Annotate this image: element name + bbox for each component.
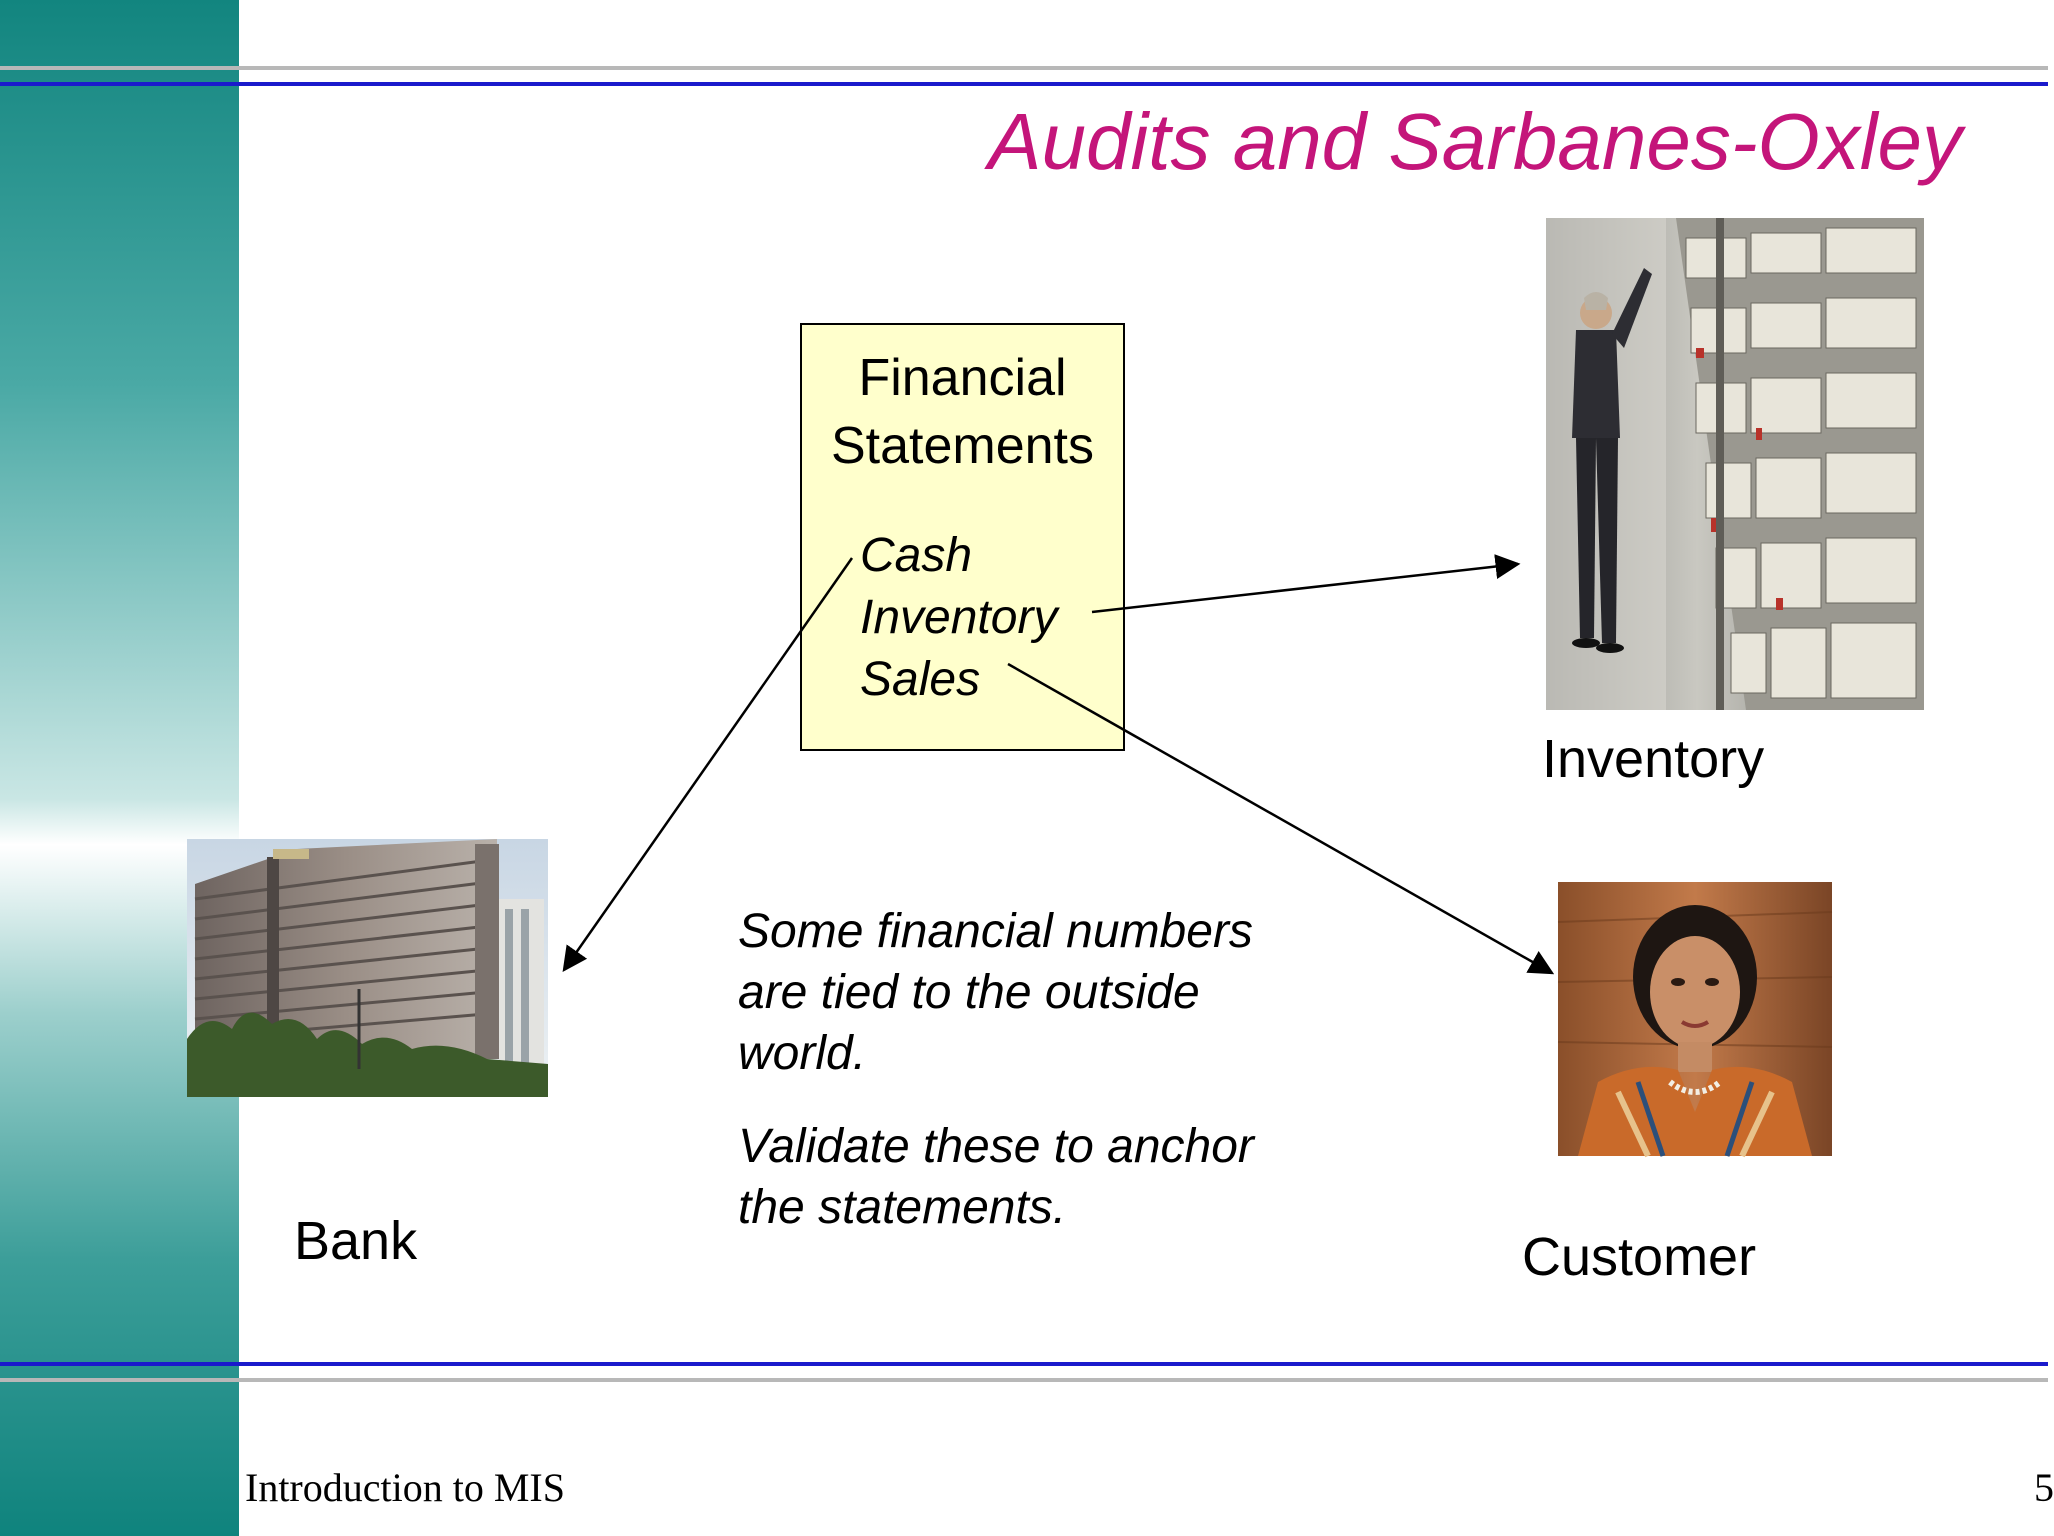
bottom-rule-blue bbox=[0, 1362, 2048, 1366]
financial-statements-title: Financial Statements bbox=[802, 344, 1123, 480]
page-number: 5 bbox=[2034, 1465, 2054, 1510]
financial-statements-title-line1: Financial bbox=[858, 349, 1067, 407]
arrow-sales-to-customer bbox=[1007, 662, 1555, 975]
inventory-label: Inventory bbox=[1542, 729, 1765, 789]
note-paragraph-1: Some financial numbers are tied to the o… bbox=[738, 901, 1253, 1084]
bank-photo bbox=[187, 839, 548, 1097]
sidebar-gradient bbox=[0, 0, 239, 1536]
note-line: are tied to the outside bbox=[738, 966, 1200, 1019]
top-rule-blue bbox=[0, 82, 2048, 86]
financial-statements-items: Cash Inventory Sales bbox=[860, 525, 1057, 711]
customer-label: Customer bbox=[1522, 1227, 1757, 1287]
top-rule-gray bbox=[0, 66, 2048, 70]
note-line: world. bbox=[738, 1027, 867, 1080]
financial-statements-title-line2: Statements bbox=[830, 417, 1095, 475]
item-sales: Sales bbox=[860, 653, 981, 706]
item-cash: Cash bbox=[860, 529, 973, 582]
slide-title: Audits and Sarbanes-Oxley bbox=[988, 97, 1962, 186]
customer-photo bbox=[1557, 882, 1833, 1158]
bank-label: Bank bbox=[294, 1211, 418, 1271]
note-line: Some financial numbers bbox=[738, 905, 1253, 958]
financial-statements-box: Financial Statements Cash Inventory Sale… bbox=[800, 323, 1125, 751]
arrow-inventory-to-inventory-photo bbox=[1091, 554, 1521, 614]
inventory-photo bbox=[1546, 218, 1924, 710]
item-inventory: Inventory bbox=[860, 591, 1058, 644]
note-paragraph-2: Validate these to anchor the statements. bbox=[738, 1116, 1254, 1238]
note-line: the statements. bbox=[738, 1181, 1067, 1234]
bottom-rule-gray bbox=[0, 1378, 2048, 1382]
footer-text: Introduction to MIS bbox=[245, 1465, 565, 1510]
arrow-cash-to-bank bbox=[562, 557, 854, 973]
note-line: Validate these to anchor bbox=[738, 1120, 1254, 1173]
